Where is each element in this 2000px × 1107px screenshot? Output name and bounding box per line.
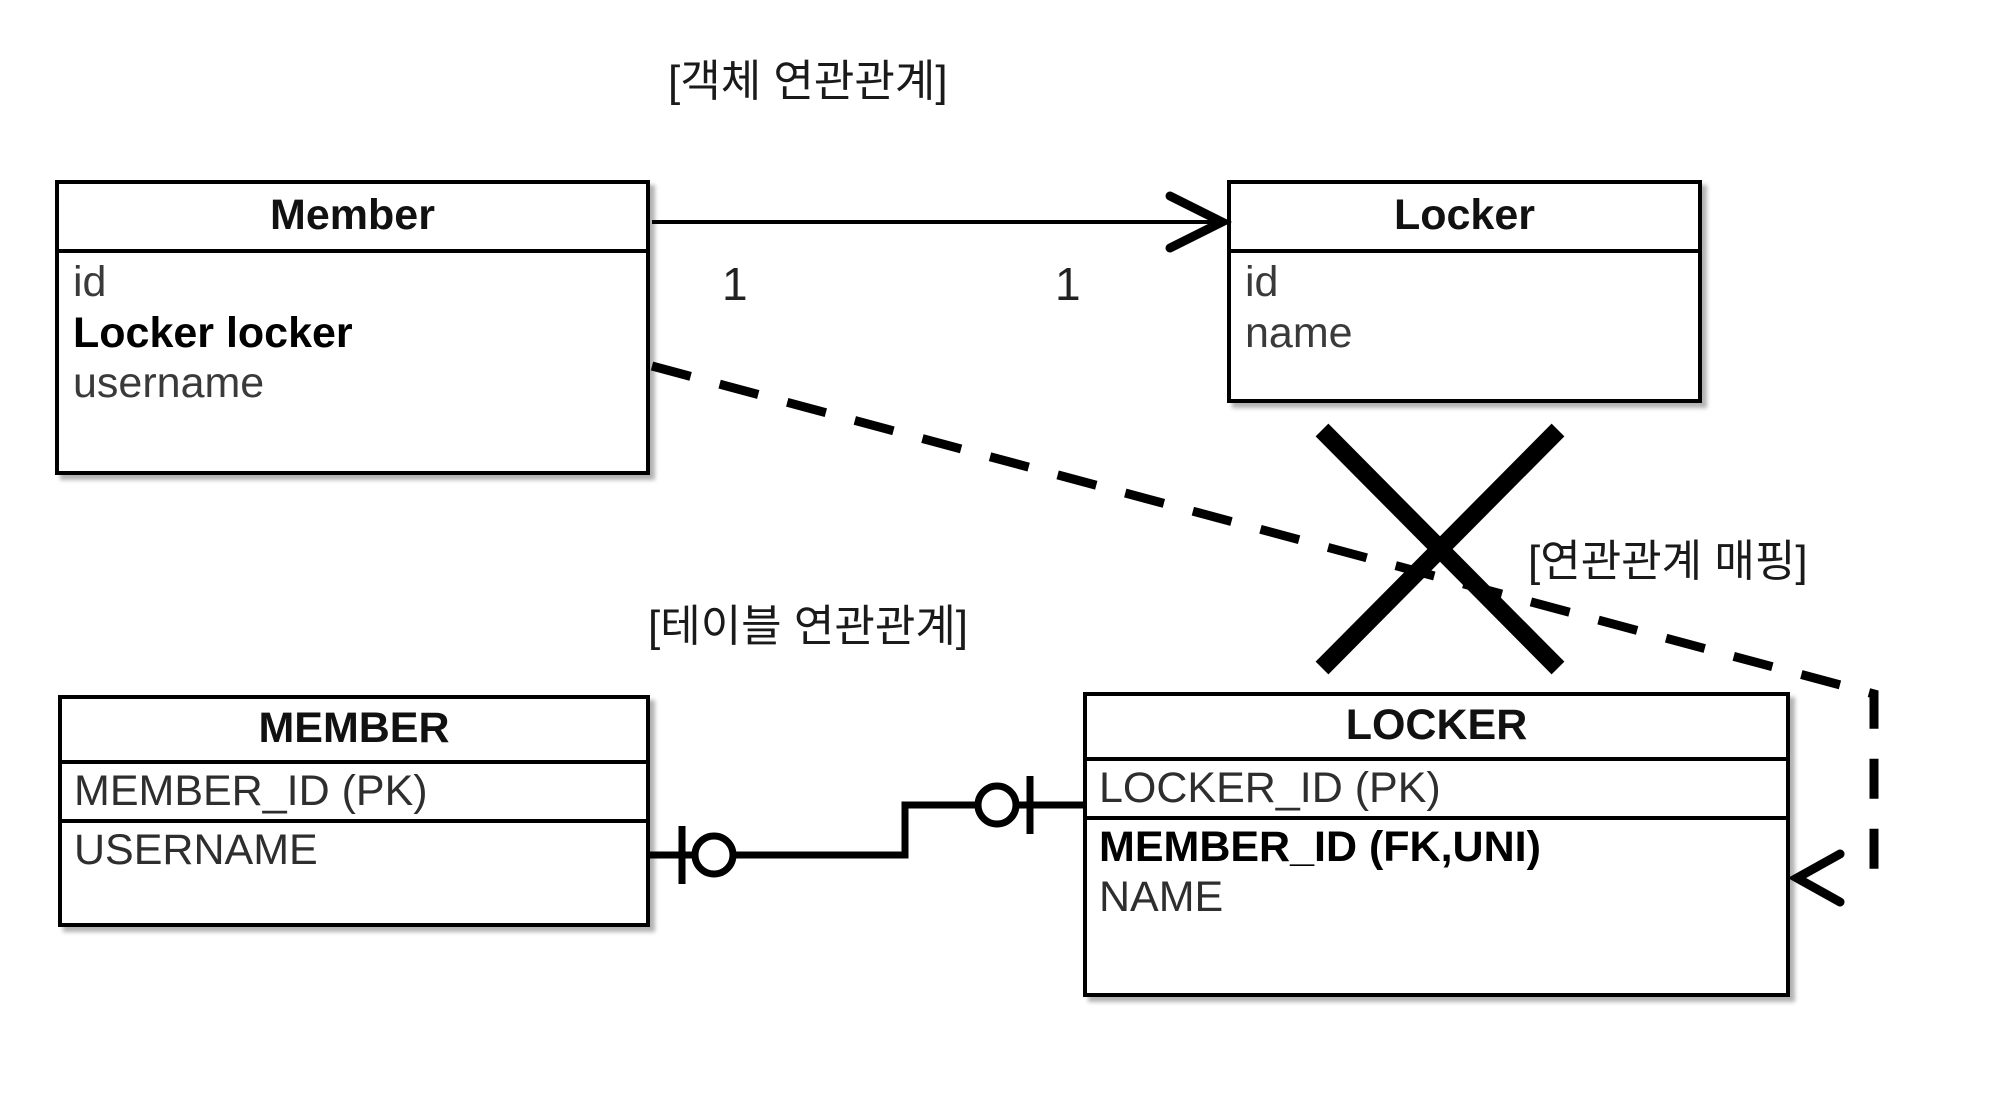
cardinality-target: 1 (1055, 258, 1081, 310)
arrowhead-open (1165, 191, 1233, 253)
crowfoot-circle-right (974, 782, 1020, 828)
table-locker-cell-name: NAME (1099, 873, 1224, 922)
entity-locker-attr-id: id (1245, 258, 1279, 306)
table-locker-cell-locker-id: LOCKER_ID (PK) (1099, 764, 1441, 812)
table-member-row-1: MEMBER_ID (PK) (62, 764, 646, 819)
caption-object-relation: [객체 연관관계] (668, 57, 948, 106)
cardinality-source: 1 (722, 258, 748, 310)
table-member-row-2: USERNAME (62, 823, 646, 878)
entity-member-attr-locker: Locker locker (73, 308, 353, 357)
entity-locker-title: Locker (1393, 191, 1535, 239)
table-box-member[interactable]: MEMBER MEMBER_ID (PK) USERNAME (58, 695, 650, 927)
table-locker-title: LOCKER (1345, 701, 1528, 749)
entity-box-locker[interactable]: Locker id name (1227, 180, 1702, 403)
entity-locker-attr-name: name (1245, 308, 1353, 357)
entity-box-member[interactable]: Member id Locker locker username (55, 180, 650, 475)
table-member-divider-2 (62, 818, 646, 823)
table-member-cell-member-id: MEMBER_ID (PK) (74, 767, 428, 815)
entity-member-divider (59, 249, 646, 253)
cancel-x-mark (1315, 423, 1565, 675)
entity-member-attr-id: id (73, 258, 107, 306)
fk-relationship-connector (650, 776, 1083, 884)
table-member-cell-username: USERNAME (74, 825, 318, 874)
caption-table-relation: [테이블 연관관계] (648, 602, 969, 651)
table-box-locker[interactable]: LOCKER LOCKER_ID (PK) MEMBER_ID (FK,UNI)… (1083, 692, 1790, 997)
entity-member-attributes: id Locker locker username (59, 253, 646, 415)
entity-locker-attributes: id name (1231, 253, 1698, 364)
arrowhead-mapping (1787, 849, 1845, 907)
table-locker-cell-member-id: MEMBER_ID (FK,UNI) (1099, 822, 1541, 871)
table-member-divider-1 (62, 760, 646, 764)
association-arrow-member-to-locker (652, 191, 1233, 253)
caption-relation-mapping: [연관관계 매핑] (1528, 537, 1808, 586)
entity-locker-divider (1231, 249, 1698, 253)
entity-member-title: Member (270, 191, 435, 239)
table-locker-row-2: MEMBER_ID (FK,UNI) NAME (1087, 820, 1786, 927)
table-member-title: MEMBER (258, 704, 450, 752)
crowfoot-circle-left (691, 832, 737, 878)
table-locker-row-1: LOCKER_ID (PK) (1087, 761, 1786, 816)
entity-member-attr-username: username (73, 359, 265, 408)
